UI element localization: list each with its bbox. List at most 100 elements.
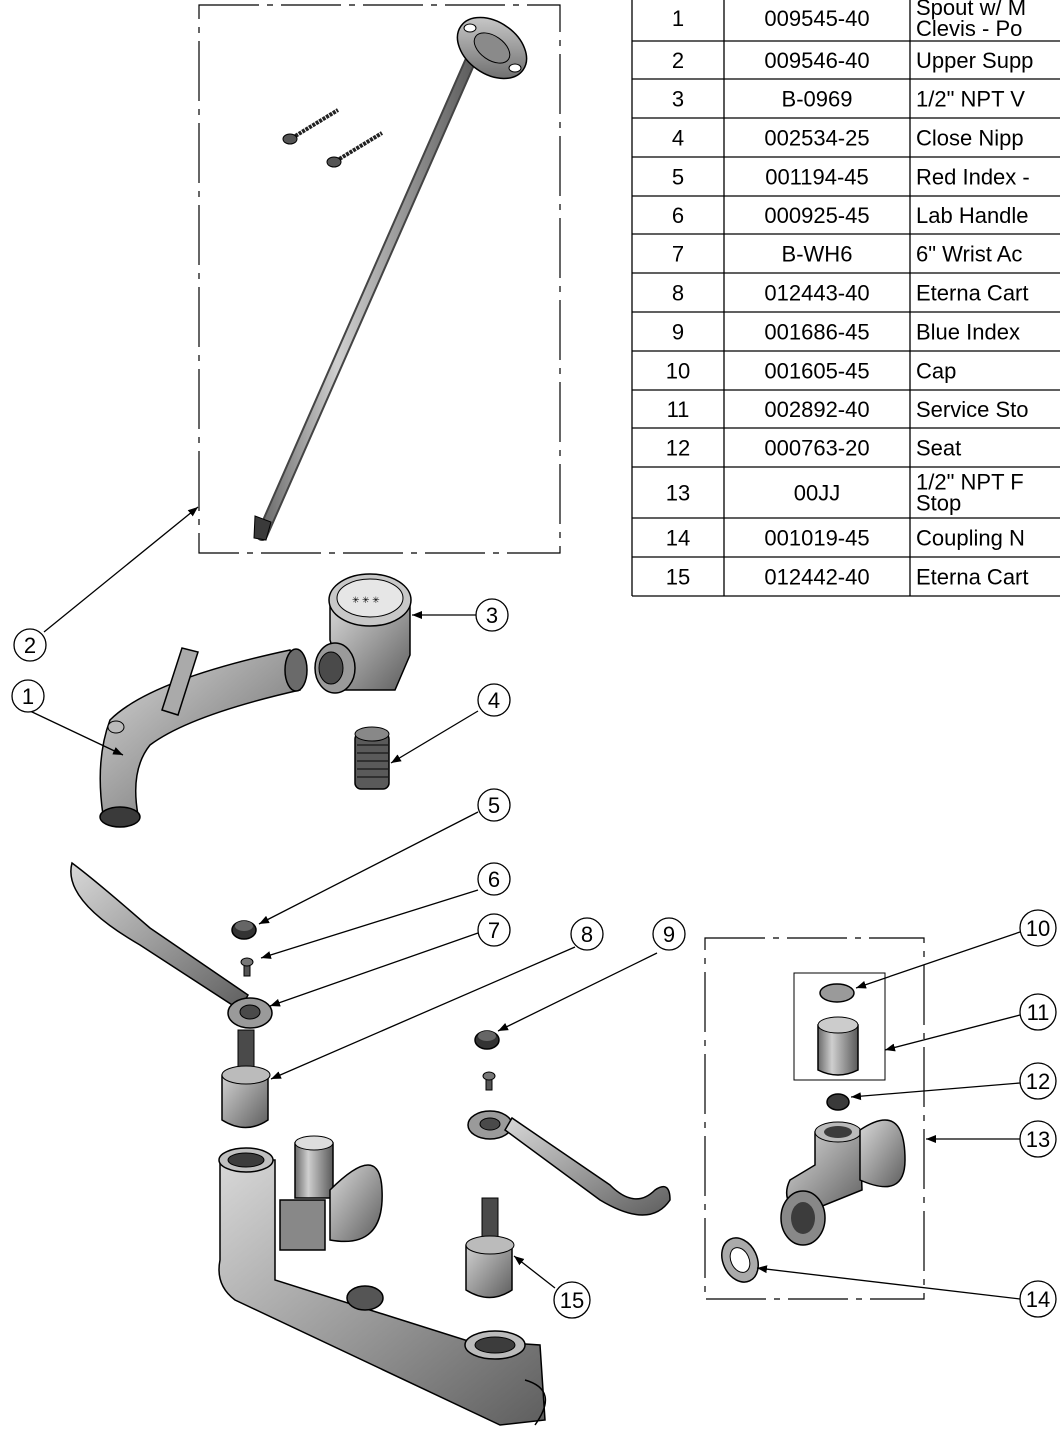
table-cell-description: Lab Handle <box>916 203 1029 228</box>
table-cell-part-number: 012443-40 <box>764 281 869 306</box>
table-cell-description: Upper Supp <box>916 48 1033 73</box>
callout-7: 7 <box>477 913 511 947</box>
svg-text:12: 12 <box>1026 1069 1050 1094</box>
callout-4: 4 <box>477 683 511 717</box>
table-cell-description: Seat <box>916 436 961 461</box>
svg-text:13: 13 <box>1026 1127 1050 1152</box>
table-cell-item: 12 <box>666 436 690 461</box>
callout-9: 9 <box>652 917 686 951</box>
service-stop-cartridge <box>817 1016 859 1076</box>
svg-text:2: 2 <box>24 633 36 658</box>
table-cell-item: 1 <box>672 6 684 31</box>
blue-index-button <box>474 1030 500 1050</box>
table-cell-part-number: 009546-40 <box>764 48 869 73</box>
table-cell-description: 6" Wrist Ac <box>916 242 1022 267</box>
svg-text:11: 11 <box>1027 1000 1050 1025</box>
spout <box>99 647 308 828</box>
table-cell-part-number: 002892-40 <box>764 397 869 422</box>
table-cell-part-number: B-WH6 <box>782 242 853 267</box>
callout-balloons: 1 2 3 4 5 6 7 8 9 10 11 12 13 14 15 <box>11 598 1057 1319</box>
table-cell-description: Blue Index <box>916 320 1020 345</box>
svg-text:6: 6 <box>488 867 500 892</box>
table-cell-description: Eterna Cart <box>916 565 1029 590</box>
table-cell-part-number: 002534-25 <box>764 126 869 151</box>
seat <box>826 1093 850 1111</box>
table-cell-item: 14 <box>666 526 690 551</box>
close-nipple <box>354 726 390 790</box>
table-cell-description: Eterna Cart <box>916 281 1029 306</box>
table-cell-item: 11 <box>667 397 690 422</box>
table-cell-item: 9 <box>672 320 684 345</box>
table-cell-part-number: 009545-40 <box>764 6 869 31</box>
svg-text:7: 7 <box>488 918 500 943</box>
table-cell-item: 2 <box>672 48 684 73</box>
table-cell-part-number: 000925-45 <box>764 203 869 228</box>
handle-screw-right <box>482 1071 496 1091</box>
callout-6: 6 <box>477 862 511 896</box>
wrist-handle-right <box>467 1110 671 1216</box>
svg-text:✳ ✳ ✳: ✳ ✳ ✳ <box>352 595 380 605</box>
vacuum-breaker: ✳ ✳ ✳ <box>314 573 412 694</box>
table-cell-item: 5 <box>672 165 684 190</box>
table-cell-description: Spout w/ M <box>916 0 1026 20</box>
npt-stop-body <box>780 1119 906 1246</box>
callout-1: 1 <box>11 679 45 713</box>
callout-8: 8 <box>570 917 604 951</box>
svg-text:4: 4 <box>488 688 500 713</box>
callout-2: 2 <box>13 628 47 662</box>
table-cell-description: Clevis - Po <box>916 16 1022 41</box>
detail-box-service-stop <box>704 937 925 1300</box>
table-cell-part-number: B-0969 <box>782 87 853 112</box>
callout-15: 15 <box>553 1281 591 1319</box>
table-cell-item: 6 <box>672 203 684 228</box>
svg-text:8: 8 <box>581 922 593 947</box>
table-cell-item: 15 <box>666 565 690 590</box>
table-cell-item: 10 <box>666 359 690 384</box>
table-cell-part-number: 001194-45 <box>765 165 869 190</box>
detail-box-support-rod <box>198 4 561 554</box>
detail-box-cartridge <box>793 972 886 1081</box>
table-cell-description: Cap <box>916 359 956 384</box>
table-cell-item: 3 <box>672 87 684 112</box>
table-cell-part-number: 000763-20 <box>764 436 869 461</box>
table-cell-part-number: 00JJ <box>794 481 840 506</box>
upper-support-rod <box>253 16 528 541</box>
table-cell-description: Stop <box>916 491 961 516</box>
table-cell-part-number: 001686-45 <box>764 320 869 345</box>
wrist-handle-left <box>70 861 273 1029</box>
svg-text:1: 1 <box>22 684 34 709</box>
mounting-screws <box>282 108 384 168</box>
callout-13: 13 <box>1019 1120 1057 1158</box>
table-cell-item: 8 <box>672 281 684 306</box>
callout-5: 5 <box>477 788 511 822</box>
faucet-body <box>218 1135 547 1426</box>
cartridge-right <box>465 1197 515 1299</box>
table-cell-item: 13 <box>666 481 690 506</box>
table-cell-description: Red Index - <box>916 165 1030 190</box>
table-cell-description: Close Nipp <box>916 126 1024 151</box>
table-cell-part-number: 001019-45 <box>764 526 869 551</box>
coupling-nut <box>721 1237 759 1283</box>
callout-11: 11 <box>1019 993 1057 1031</box>
table-cell-item: 4 <box>672 126 684 151</box>
svg-text:10: 10 <box>1026 916 1050 941</box>
table-cell-description: Service Sto <box>916 397 1029 422</box>
table-cell-part-number: 012442-40 <box>764 565 869 590</box>
table-cell-description: Coupling N <box>916 526 1025 551</box>
table-cell-item: 7 <box>672 242 684 267</box>
svg-text:3: 3 <box>486 603 498 628</box>
table-cell-part-number: 001605-45 <box>764 359 869 384</box>
svg-text:15: 15 <box>560 1288 584 1313</box>
callout-10: 10 <box>1019 909 1057 947</box>
callout-12: 12 <box>1019 1062 1057 1100</box>
svg-text:9: 9 <box>663 922 675 947</box>
callout-3: 3 <box>475 598 509 632</box>
handle-screw-left <box>240 957 254 977</box>
svg-text:5: 5 <box>488 793 500 818</box>
leader-lines <box>29 506 1021 1300</box>
cartridge-left <box>221 1029 271 1129</box>
callout-14: 14 <box>1019 1280 1057 1318</box>
cap <box>819 983 855 1003</box>
